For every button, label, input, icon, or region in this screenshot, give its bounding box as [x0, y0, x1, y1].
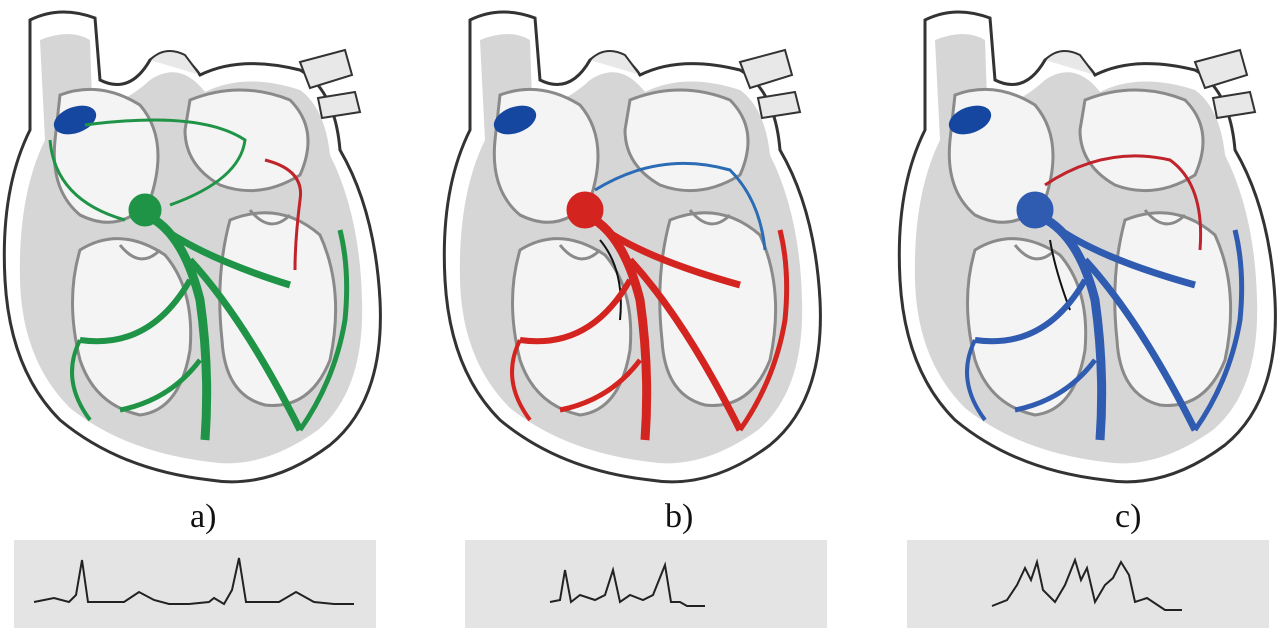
sa-node	[948, 105, 992, 135]
panel-caption: b)	[665, 498, 694, 535]
ecg-strip	[465, 540, 827, 628]
panel-b: b)	[440, 0, 866, 632]
reentry-arrow	[84, 118, 247, 207]
red-arrow	[1044, 154, 1203, 251]
av-node-and-bundle	[510, 191, 790, 441]
ecg-strip	[14, 540, 376, 628]
ecg-trace	[549, 561, 705, 607]
panel-c: c)	[895, 0, 1280, 632]
ecg-trace	[991, 556, 1182, 611]
heart-diagram	[440, 0, 830, 500]
sa-node	[493, 105, 537, 135]
panel-a: a)	[0, 0, 426, 632]
sa-node	[53, 105, 97, 135]
heart-diagram	[895, 0, 1280, 500]
panel-caption: a)	[190, 498, 217, 535]
heart-diagram	[0, 0, 390, 500]
panel-caption: c)	[1115, 498, 1142, 535]
blue-arrow	[594, 161, 767, 251]
red-arrow	[264, 158, 303, 271]
av-node-and-bundle	[965, 191, 1245, 441]
conduction-arrow	[48, 139, 126, 222]
av-node-and-bundle	[70, 193, 350, 441]
black-arrow	[599, 239, 622, 321]
ecg-strip	[907, 540, 1269, 628]
ecg-trace	[33, 557, 354, 606]
